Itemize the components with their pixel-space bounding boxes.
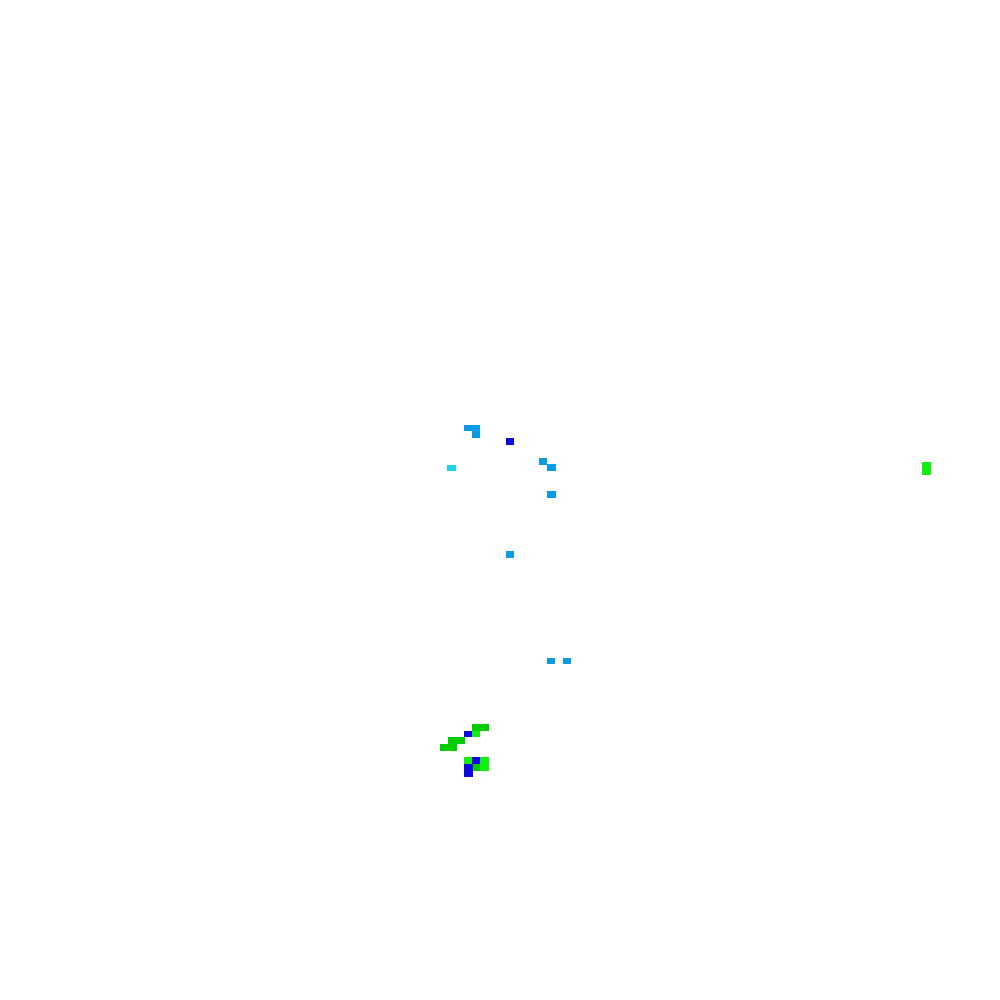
pixel-block bbox=[472, 431, 480, 438]
pixel-block bbox=[480, 757, 489, 771]
pixel-block bbox=[547, 658, 555, 664]
pixel-block bbox=[464, 757, 473, 764]
pixel-block bbox=[506, 438, 514, 445]
pixel-block bbox=[472, 764, 480, 771]
pixel-block bbox=[448, 737, 465, 744]
pixel-block bbox=[464, 425, 480, 431]
pixel-block bbox=[539, 458, 547, 465]
pixel-block bbox=[447, 465, 456, 471]
pixel-block bbox=[472, 757, 480, 764]
pixel-block bbox=[440, 744, 457, 751]
pixel-block bbox=[506, 551, 514, 558]
pixel-block bbox=[464, 764, 473, 777]
pixel-block bbox=[464, 731, 472, 737]
pixel-block bbox=[547, 464, 556, 471]
pixel-block bbox=[472, 724, 489, 731]
pixel-block bbox=[472, 731, 480, 737]
pixel-block bbox=[563, 658, 571, 664]
pixel-block bbox=[922, 462, 931, 475]
pixel-block bbox=[547, 491, 556, 498]
